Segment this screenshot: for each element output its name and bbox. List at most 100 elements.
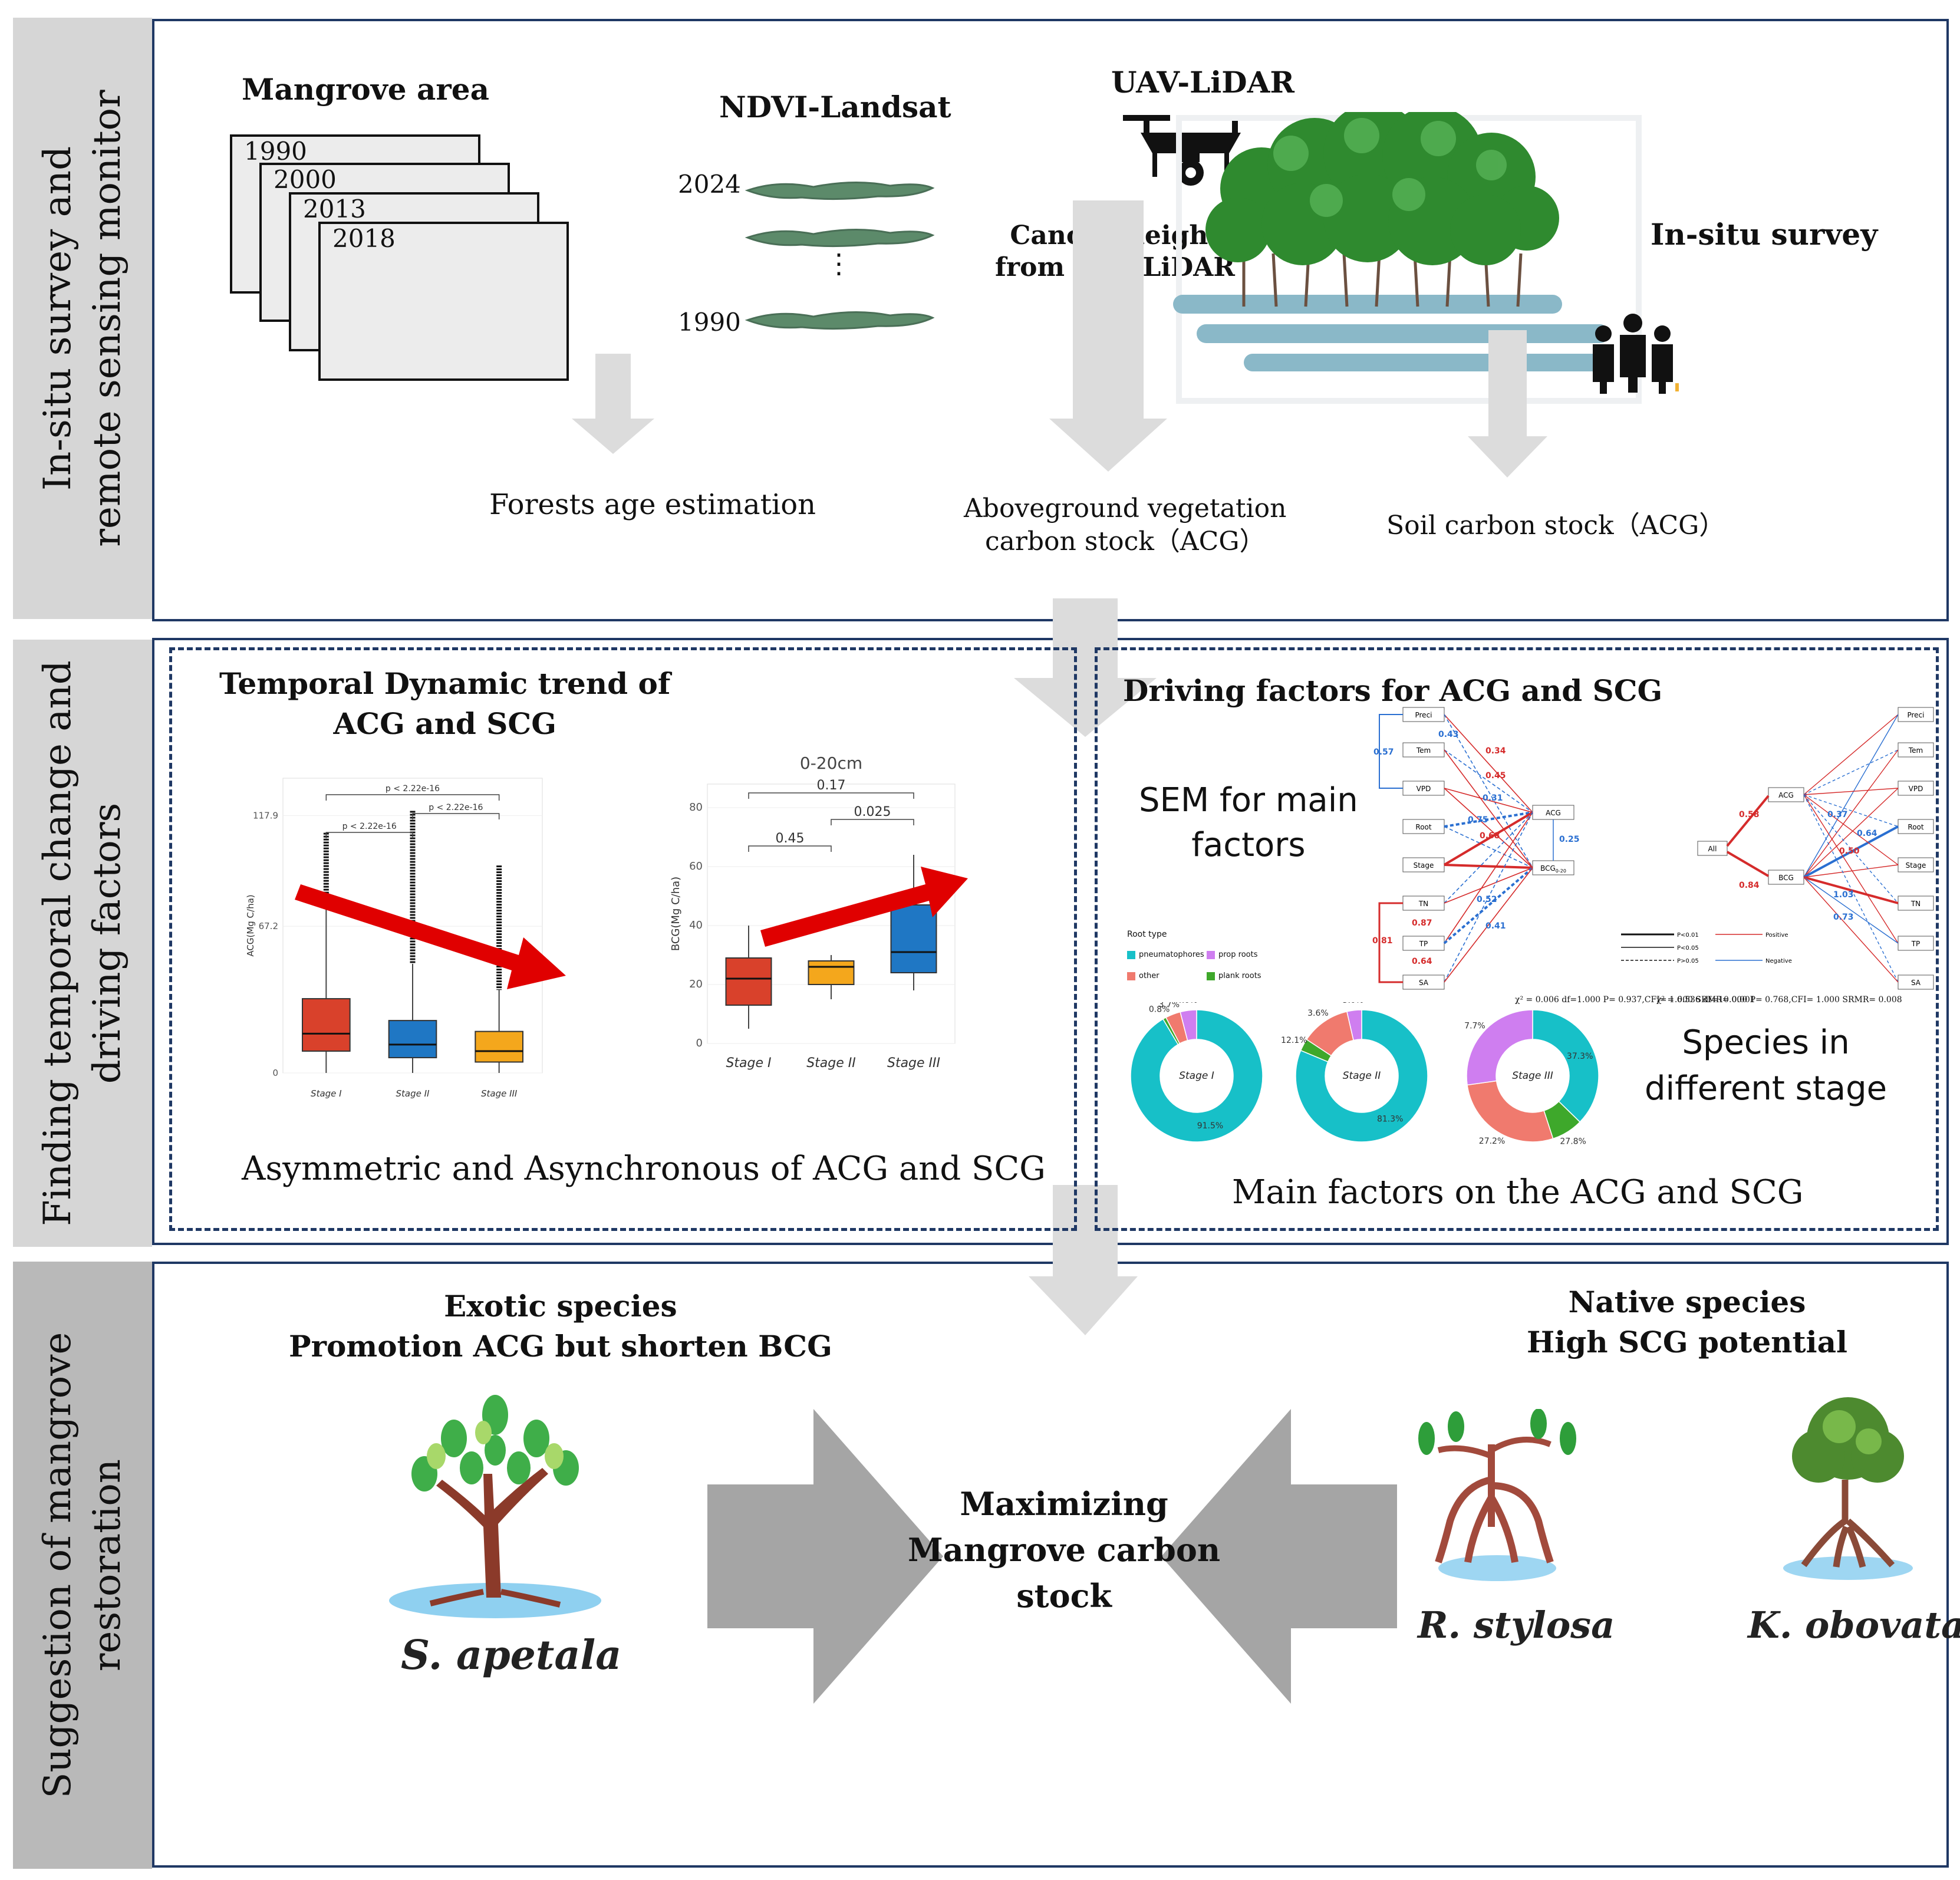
significance-bracket	[748, 845, 832, 852]
left-arrow-icon	[1161, 1409, 1397, 1704]
sem-label: SEM for main factors	[1139, 778, 1358, 868]
donut-value-label: 3.0%	[1343, 1002, 1364, 1005]
sem-path	[1803, 876, 1899, 904]
significance-bracket	[325, 832, 413, 838]
box	[302, 998, 351, 1052]
donut-slice	[1295, 1009, 1428, 1143]
legend-label: P>0.05	[1677, 958, 1699, 964]
sem-path	[1803, 714, 1899, 878]
y-tick-label: 40	[689, 919, 703, 931]
sem-node-box	[1898, 974, 1934, 990]
sem-node-box	[1402, 857, 1445, 872]
sem-path	[1803, 825, 1899, 878]
significance-label: p < 2.22e-16	[429, 803, 483, 812]
mangrove-canopy-illustration	[1173, 112, 1642, 404]
sem-coef-label: 0.84	[1739, 881, 1760, 890]
sem-coef-label: 0.64	[1412, 957, 1432, 966]
sem-path	[1444, 812, 1533, 983]
sem-path	[1444, 867, 1533, 904]
significance-label: 0.025	[854, 805, 891, 819]
center-goal: Maximizing Mangrove carbon stock	[908, 1481, 1220, 1619]
sem-fit-stats: χ² = 0.006 df=1.000 P= 0.937,CFI= 1.000 …	[1515, 995, 1755, 1005]
row-label-restoration: Suggestion of mangrove restoration	[13, 1262, 152, 1869]
donut-slice	[1346, 1009, 1362, 1041]
donut-value-label: 27.2%	[1479, 1137, 1505, 1146]
decrease-trend-arrow	[295, 884, 566, 989]
center-goal-line: Maximizing	[960, 1485, 1168, 1523]
donut-value-label: 91.5%	[1197, 1121, 1223, 1131]
output-acg: Aboveground vegetation carbon stock（ACG）	[964, 492, 1286, 558]
year-label: 2000	[274, 165, 337, 194]
sem-path	[1803, 749, 1899, 878]
sem-label-line: SEM for main	[1139, 781, 1358, 819]
sem-coef-label: 1.03	[1833, 890, 1854, 900]
sem-path	[1444, 826, 1533, 868]
y-tick-label: 117.9	[253, 810, 278, 821]
sem-path	[1803, 749, 1899, 795]
significance-bracket	[412, 813, 500, 819]
sem-label-line: factors	[1191, 826, 1306, 864]
sem-coef-label: 0.25	[1559, 835, 1580, 844]
sem-node-box	[1898, 819, 1934, 834]
legend-swatch	[1207, 972, 1215, 980]
sem-node-label: TP	[1911, 940, 1921, 948]
legend-label: pneumatophores	[1139, 950, 1204, 959]
donut-value-label: 12.1%	[1281, 1036, 1307, 1045]
sem-coef-label: 0.68	[1480, 831, 1500, 841]
donut-value-label: 4.0%	[1177, 1002, 1198, 1005]
sem-path	[1444, 749, 1533, 868]
legend-label: other	[1139, 972, 1159, 980]
y-tick-label: 0	[272, 1068, 278, 1078]
donut-value-label: 3.6%	[1307, 1009, 1329, 1018]
root-type-title: Root type	[1127, 930, 1167, 939]
sem-coef-label: 0.58	[1739, 810, 1760, 819]
down-arrow-icon	[1029, 1185, 1138, 1335]
y-tick-label: 20	[689, 978, 703, 990]
sem-path	[1803, 877, 1899, 944]
sem-node-label: Root	[1415, 823, 1431, 831]
significance-label: p < 2.22e-16	[342, 822, 397, 831]
sem-coef-label: 0.37	[1827, 810, 1848, 819]
sem-path	[1803, 794, 1899, 944]
native-line: High SCG potential	[1527, 1325, 1848, 1359]
trend-title-line: Temporal Dynamic trend of	[219, 666, 671, 701]
donut-slice	[1130, 1009, 1263, 1143]
sem-fit-stats: χ² = 6.536 df=10.000 P= 0.768,CFI= 1.000…	[1656, 995, 1902, 1005]
sem-path	[1444, 812, 1533, 944]
y-tick-label: 0	[696, 1037, 703, 1049]
donut-title: Stage II	[1343, 1070, 1381, 1082]
year-frame: 2018	[318, 222, 569, 381]
sem-node-label: TP	[1419, 940, 1428, 948]
increase-trend-arrow	[760, 867, 968, 947]
legend-swatch	[1127, 972, 1135, 980]
sem-node-box	[1402, 707, 1445, 722]
sem-covariance	[1378, 902, 1403, 983]
sem-path	[1803, 714, 1899, 795]
ndvi-map-layer	[745, 182, 935, 200]
ndvi-title: NDVI-Landsat	[719, 90, 951, 124]
sem-node-box	[1402, 781, 1445, 796]
sem-coef-label: 0.43	[1438, 730, 1459, 739]
native-label: Native species High SCG potential	[1527, 1282, 1847, 1362]
output-soil-carbon: Soil carbon stock（ACG）	[1386, 511, 1725, 541]
sem-path	[1444, 788, 1533, 868]
root-legend-item: pneumatophores	[1127, 950, 1204, 959]
panel-restoration	[152, 1262, 1949, 1868]
row-label-drivers: Finding temporal change and driving fact…	[13, 640, 152, 1247]
box	[725, 957, 772, 1006]
sem-coef-label: 0.41	[1485, 921, 1506, 931]
sem-node-label: VPD	[1417, 785, 1431, 793]
output-age-estimation: Forests age estimation	[489, 488, 816, 521]
center-goal-line: stock	[1016, 1577, 1112, 1615]
significance-bracket	[325, 794, 500, 801]
donut-slice	[1467, 1080, 1554, 1143]
trend-title: Temporal Dynamic trend of ACG and SCG	[219, 664, 670, 744]
exotic-line: Exotic species	[444, 1289, 677, 1323]
s-apetala-tree-icon	[389, 1395, 601, 1618]
legend-label: prop roots	[1218, 950, 1258, 959]
exotic-line: Promotion ACG but shorten BCG	[289, 1329, 832, 1364]
sem-target-box	[1532, 860, 1574, 875]
sem-path	[1444, 749, 1533, 813]
year-label: 2013	[303, 195, 366, 223]
